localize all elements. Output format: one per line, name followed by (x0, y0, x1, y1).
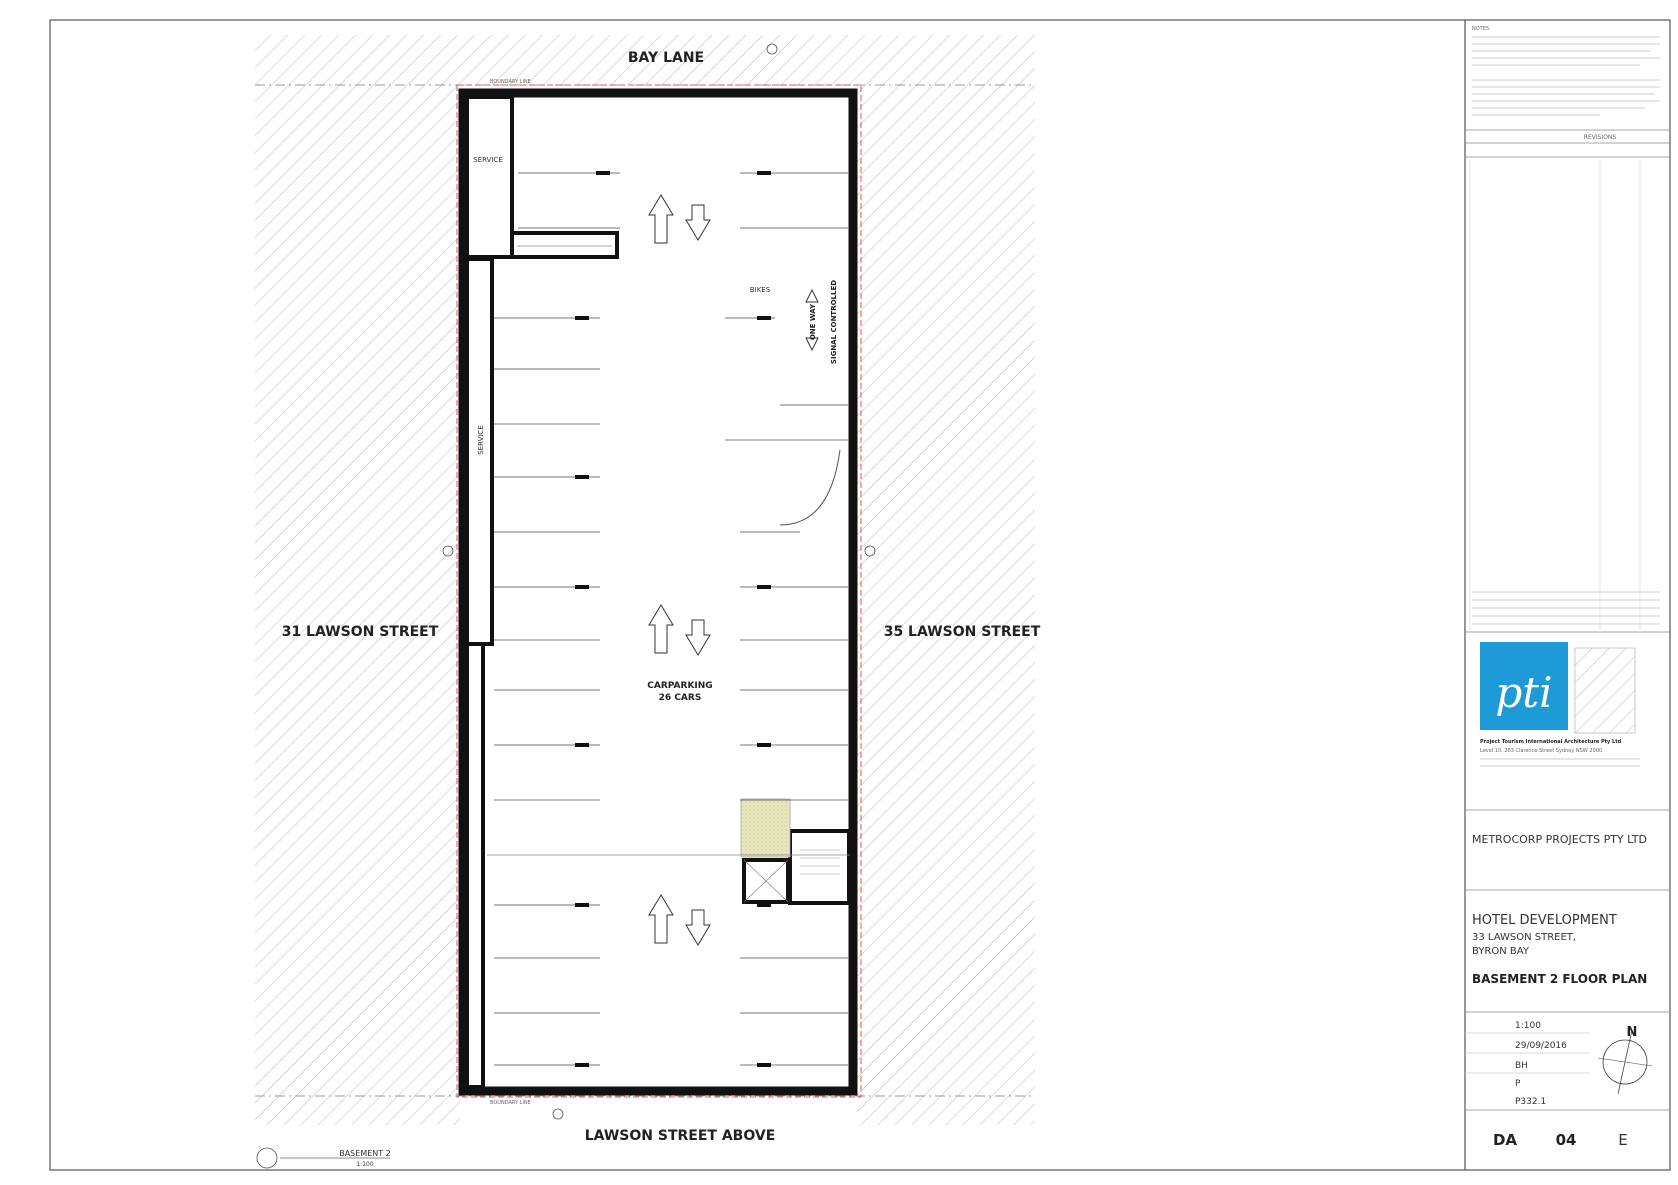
neighbour-lot-west (255, 35, 460, 1125)
traffic-arrows (648, 194, 819, 946)
drawing-title: BASEMENT 2 FLOOR PLAN (1472, 972, 1647, 986)
car-count-label: 26 CARS (659, 693, 702, 703)
street-label-east: 35 LAWSON STREET (884, 624, 1041, 640)
caption-scale: 1:100 (356, 1161, 373, 1168)
service-shaft-label: SERVICE (477, 425, 485, 455)
north-compass-icon: N (1597, 1025, 1653, 1095)
caption-title: BASEMENT 2 (339, 1149, 391, 1158)
scale-value: 1:100 (1515, 1021, 1541, 1031)
boundary-label-north: BOUNDARY LINE (490, 79, 531, 85)
revision-letter: E (1618, 1131, 1627, 1149)
ramp-curve (779, 449, 841, 526)
date-value: 29/09/2016 (1515, 1041, 1567, 1051)
compass-north-label: N (1627, 1025, 1638, 1040)
street-label-south: LAWSON STREET ABOVE (585, 1128, 776, 1144)
street-label-north: BAY LANE (628, 50, 704, 66)
signal-controlled-label: SIGNAL CONTROLLED (830, 280, 838, 364)
bikes-label: BIKES (750, 286, 771, 294)
west-wall-strip (465, 642, 485, 1089)
service-shaft (465, 257, 494, 646)
site-boundary (456, 84, 862, 1098)
pti-logo (1480, 642, 1568, 730)
one-way-label: ONE WAY (809, 303, 817, 340)
service-room-top (465, 95, 514, 259)
plant-area (740, 798, 791, 858)
stage-code: DA (1493, 1131, 1517, 1149)
street-label-west: 31 LAWSON STREET (282, 624, 439, 640)
wall-stub-top (510, 231, 619, 259)
stair-box (788, 829, 851, 905)
notes-lines (1472, 36, 1660, 116)
project-address: 33 LAWSON STREET, (1472, 932, 1576, 943)
pti-logo-text: pti (1495, 668, 1552, 717)
project-name: HOTEL DEVELOPMENT (1472, 913, 1617, 928)
neighbour-lane-north (460, 35, 857, 85)
job-number-value: P332.1 (1515, 1097, 1546, 1107)
revision-rows (1472, 591, 1660, 625)
caption-circle (256, 1147, 278, 1169)
company-address: Level 10, 263 Clarence Street Sydney NSW… (1480, 748, 1602, 754)
neighbour-lot-east (857, 35, 1035, 1125)
drawing-number: 04 (1556, 1131, 1577, 1149)
revisions-heading: REVISIONS (1584, 134, 1617, 141)
checked-by-value: P (1515, 1079, 1521, 1089)
wheel-stops (575, 171, 771, 1067)
service-room-label: SERVICE (473, 156, 503, 164)
notes-heading: NOTES (1472, 26, 1489, 32)
basement-wall (458, 88, 858, 1096)
section-markers (442, 43, 876, 1120)
drawn-by-value: BH (1515, 1061, 1528, 1071)
logo-mark (1574, 647, 1636, 734)
carparking-label: CARPARKING (647, 681, 712, 691)
client-name: METROCORP PROJECTS PTY LTD (1472, 833, 1647, 846)
boundary-label-south: BOUNDARY LINE (490, 1100, 531, 1106)
project-suburb: BYRON BAY (1472, 946, 1530, 957)
company-name: Project Tourism International Architectu… (1480, 739, 1622, 745)
sheet-border (49, 19, 1671, 1171)
